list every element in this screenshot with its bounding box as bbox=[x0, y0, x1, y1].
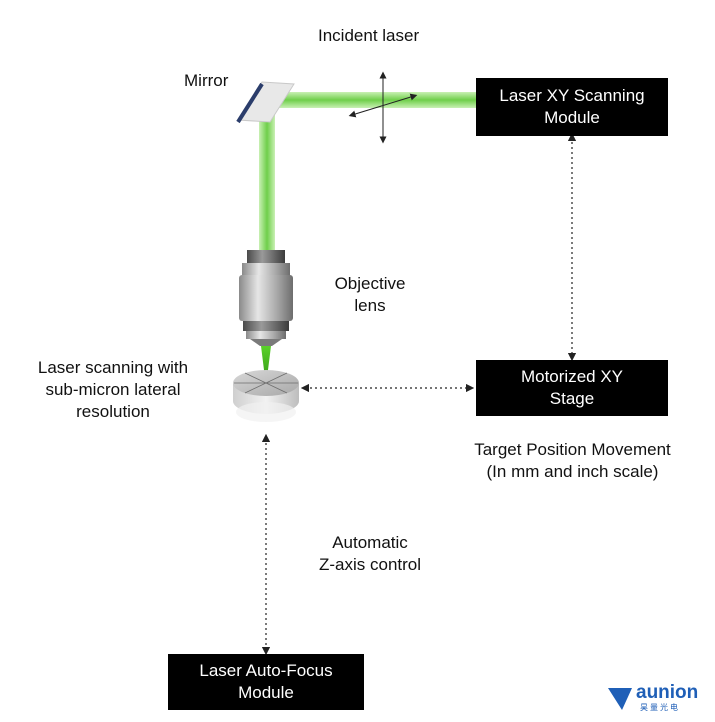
laser-beam-horizontal bbox=[262, 92, 476, 108]
aunion-logo-icon bbox=[608, 688, 632, 710]
label-incident-laser: Incident laser bbox=[318, 26, 420, 45]
logo-name: aunion bbox=[636, 682, 699, 703]
label-laser-scanning: Laser scanning with sub-micron lateral r… bbox=[37, 358, 189, 421]
label-objective-lens: Objective lens bbox=[334, 274, 406, 315]
logo-subtitle: 昊量光电 bbox=[640, 703, 680, 712]
label-automatic-z: Automatic Z-axis control bbox=[318, 533, 422, 574]
box-motorized-xy-stage: Motorized XY Stage bbox=[476, 360, 668, 416]
mirror-icon bbox=[236, 81, 295, 124]
polarization-arrows-icon bbox=[348, 71, 418, 144]
aunion-logo: aunion 昊量光电 bbox=[606, 682, 706, 712]
box-laser-xy-scanning-module: Laser XY Scanning Module bbox=[476, 78, 668, 136]
connector-lines bbox=[261, 132, 577, 656]
objective-lens-icon bbox=[239, 250, 293, 346]
laser-beam-vertical bbox=[259, 96, 275, 250]
box-laser-auto-focus-module: Laser Auto-Focus Module bbox=[168, 654, 364, 710]
sample-stage-icon bbox=[233, 370, 299, 422]
focused-laser-cone bbox=[261, 346, 271, 386]
label-mirror: Mirror bbox=[184, 71, 229, 90]
label-target-position: Target Position Movement (In mm and inch… bbox=[474, 440, 671, 481]
